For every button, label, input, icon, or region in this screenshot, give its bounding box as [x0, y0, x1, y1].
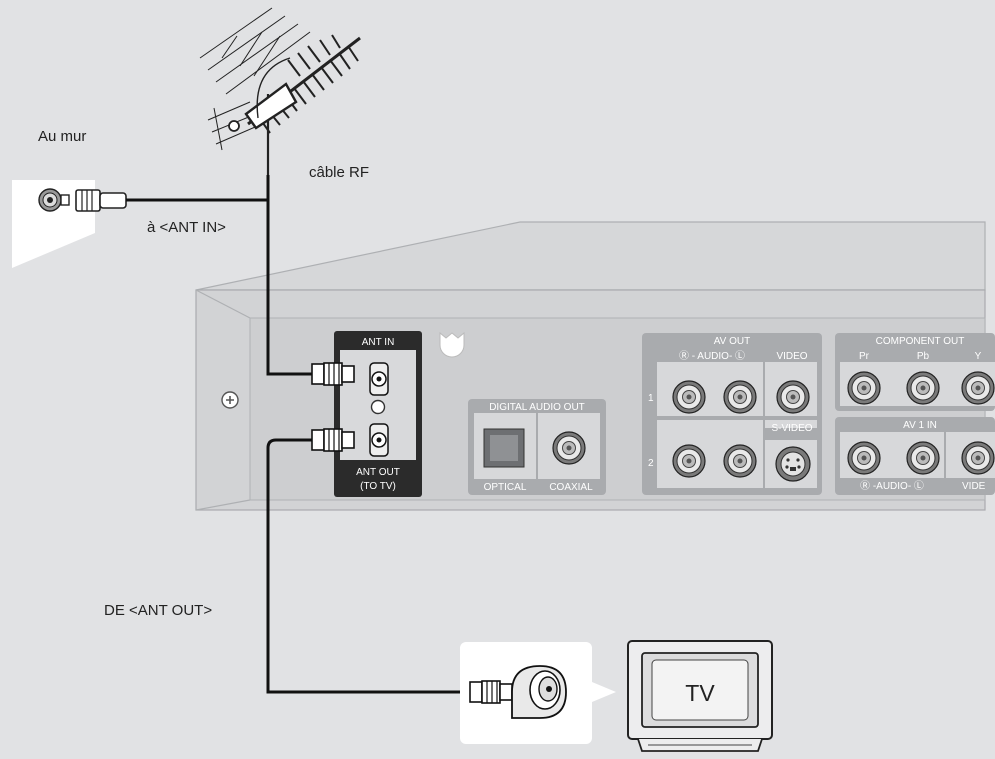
tv-antenna-socket [511, 665, 567, 719]
row-1-label: 1 [648, 393, 654, 404]
optical-label: OPTICAL [484, 482, 527, 493]
av1-video-label: VIDE [962, 481, 986, 492]
shield-icon [439, 331, 465, 358]
ant-in-label: ANT IN [362, 337, 395, 348]
component-out-label: COMPONENT OUT [876, 336, 965, 347]
antenna-cable [266, 175, 312, 376]
av-out-audio-label: Ⓡ - AUDIO- Ⓛ [679, 350, 745, 362]
wall-plug [75, 189, 127, 212]
ant-out-callout: DE <ANT OUT> [104, 602, 212, 619]
rf-cable-label: câble RF [309, 164, 369, 181]
wall [12, 180, 127, 268]
tv-label: TV [685, 680, 715, 706]
pb-label: Pb [917, 351, 930, 362]
ant-out-plug [311, 428, 355, 452]
ant-out-label: ANT OUT [356, 467, 400, 478]
pr-label: Pr [859, 351, 870, 362]
wall-label: Au mur [38, 128, 86, 145]
ant-in-callout: à <ANT IN> [147, 219, 226, 236]
wall-socket [38, 188, 70, 212]
antenna-icon [199, 7, 361, 175]
tv-input-inset [460, 642, 616, 744]
av-out-label: AV OUT [714, 336, 750, 347]
tv-icon [627, 640, 773, 752]
s-video-label: S-VIDEO [771, 423, 812, 434]
antenna-terminal-block: ANT IN ANT OUT (TO TV) [334, 331, 422, 497]
av-out-block: AV OUT Ⓡ - AUDIO- Ⓛ VIDEO S-VIDEO 1 2 [642, 333, 822, 495]
av1-in-label: AV 1 IN [903, 420, 937, 431]
coaxial-label: COAXIAL [549, 482, 593, 493]
av1-audio-label: Ⓡ -AUDIO- Ⓛ [860, 480, 924, 492]
av1-in-block: AV 1 IN Ⓡ -AUDIO- Ⓛ VIDE [835, 417, 995, 495]
ant-in-plug [311, 362, 355, 386]
digital-audio-out-block: DIGITAL AUDIO OUT OPTICAL COAXIAL [468, 399, 606, 495]
tv-cable [266, 438, 470, 694]
component-out-block: COMPONENT OUT Pr Pb Y [835, 333, 995, 411]
rf-cables [126, 175, 470, 694]
y-label: Y [975, 351, 982, 362]
av-out-video-label: VIDEO [776, 351, 807, 362]
row-2-label: 2 [648, 458, 654, 469]
digital-audio-out-label: DIGITAL AUDIO OUT [489, 402, 585, 413]
s-video-port [775, 446, 811, 482]
ant-out-to-tv-label: (TO TV) [360, 481, 396, 492]
